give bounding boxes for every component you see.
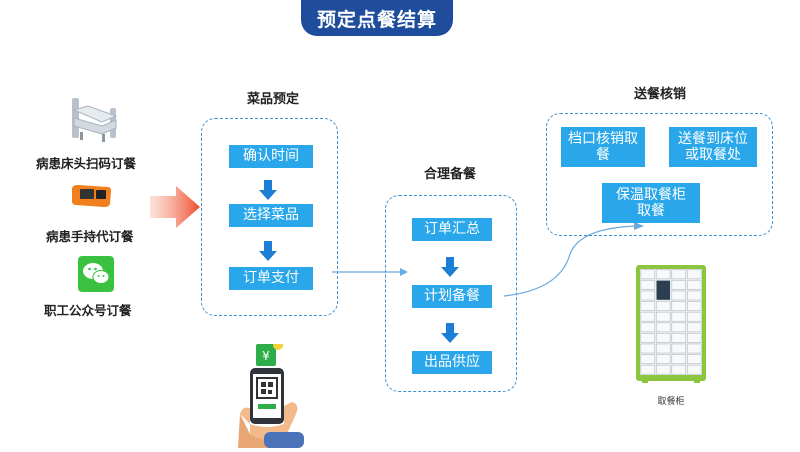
locker-door <box>640 269 655 280</box>
locker-door <box>655 301 671 311</box>
locker-door <box>640 333 655 343</box>
preparation-title: 合理备餐 <box>423 167 476 182</box>
locker-door <box>686 301 702 311</box>
locker-door <box>655 343 671 354</box>
step-confirm-time: 确认时间 <box>229 145 313 168</box>
locker-door <box>655 269 671 280</box>
locker-door <box>671 343 686 354</box>
locker-door <box>655 354 671 364</box>
locker-door <box>686 333 702 343</box>
step-deliver-bed: 送餐到床位或取餐处 <box>669 127 757 167</box>
locker-door <box>671 364 686 375</box>
locker-door <box>671 311 686 322</box>
bed-icon <box>66 94 122 144</box>
locker-door <box>671 290 686 301</box>
locker-door <box>686 311 702 322</box>
locker-door <box>671 301 686 311</box>
page-title: 预定点餐结算 <box>301 0 453 36</box>
locker-door <box>686 354 702 364</box>
qr-payment-phone-icon: ¥ <box>236 340 308 448</box>
cabinet-screen <box>656 280 670 300</box>
yuan-symbol: ¥ <box>262 349 270 363</box>
step-plan-prep: 计划备餐 <box>412 285 492 308</box>
locker-door <box>640 322 655 333</box>
entry-arrow-icon <box>150 186 200 228</box>
menu-booking-box <box>201 118 338 316</box>
source-wechat-label: 职工公众号订餐 <box>44 303 132 318</box>
menu-booking-title: 菜品预定 <box>246 92 299 107</box>
locker-door <box>686 269 702 280</box>
locker-door <box>686 343 702 354</box>
handheld-pos-icon <box>70 183 112 209</box>
locker-door <box>686 322 702 333</box>
delivery-title: 送餐核销 <box>633 87 686 102</box>
locker-door <box>655 322 671 333</box>
locker-door <box>640 280 655 290</box>
locker-door <box>640 311 655 322</box>
delivery-box <box>546 113 773 236</box>
source-bed-scan-label: 病患床头扫码订餐 <box>36 156 137 171</box>
locker-door <box>671 354 686 364</box>
locker-door <box>640 301 655 311</box>
locker-door <box>655 311 671 322</box>
preparation-box <box>385 195 517 392</box>
down-arrow-icon <box>441 257 459 277</box>
down-arrow-icon <box>259 180 277 200</box>
step-locker-pickup: 保温取餐柜取餐 <box>602 183 700 223</box>
connector-arrow-2 <box>503 222 644 297</box>
locker-door <box>686 364 702 375</box>
step-order-payment: 订单支付 <box>229 267 313 290</box>
down-arrow-icon <box>441 323 459 343</box>
cabinet-caption: 取餐柜 <box>657 397 685 407</box>
locker-door <box>655 333 671 343</box>
locker-door <box>640 343 655 354</box>
locker-door <box>640 364 655 375</box>
step-select-dishes: 选择菜品 <box>229 204 313 227</box>
cabinet-foot <box>694 377 700 383</box>
locker-door <box>671 269 686 280</box>
wechat-icon <box>78 256 114 292</box>
step-order-summary: 订单汇总 <box>412 218 492 241</box>
locker-door <box>640 354 655 364</box>
locker-door <box>686 290 702 301</box>
locker-door <box>655 364 671 375</box>
connector-arrow-1 <box>332 268 408 276</box>
locker-door <box>640 290 655 301</box>
locker-door <box>671 333 686 343</box>
locker-door <box>686 280 702 290</box>
food-locker-cabinet-icon <box>636 265 706 385</box>
down-arrow-icon <box>259 241 277 261</box>
step-stall-verify: 档口核销取餐 <box>561 127 645 167</box>
locker-door <box>671 280 686 290</box>
source-handheld-label: 病患手持代订餐 <box>46 229 134 244</box>
step-serve-supply: 出品供应 <box>412 351 492 374</box>
locker-door <box>671 322 686 333</box>
cabinet-foot <box>642 377 648 383</box>
